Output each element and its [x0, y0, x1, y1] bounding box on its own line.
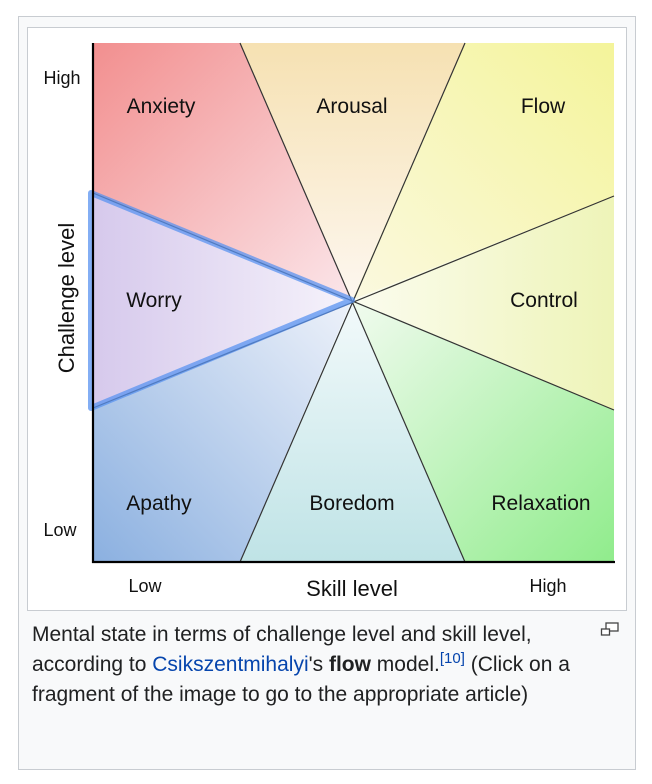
- region-worry[interactable]: [93, 193, 352, 408]
- y-low-label: Low: [43, 520, 77, 540]
- highlight-outline: [88, 190, 355, 411]
- reference-link[interactable]: [10]: [439, 650, 465, 667]
- region-apathy[interactable]: [93, 300, 352, 562]
- csikszentmihalyi-link[interactable]: Csikszentmihalyi: [152, 653, 309, 676]
- magnify-icon[interactable]: [600, 622, 620, 638]
- x-axis-title: Skill level: [306, 576, 398, 601]
- caption-text-middle: 's: [308, 653, 329, 676]
- label-apathy: Apathy: [126, 492, 192, 515]
- x-low-label: Low: [128, 576, 162, 596]
- x-high-label: High: [529, 576, 566, 596]
- label-control: Control: [510, 289, 578, 312]
- region-arousal[interactable]: [240, 43, 465, 300]
- y-high-label: High: [43, 68, 80, 88]
- y-axis-title: Challenge level: [54, 223, 79, 373]
- label-flow: Flow: [521, 95, 566, 118]
- caption-text-end: (Click on a fragment of the image to go …: [32, 653, 570, 706]
- caption: Mental state in terms of challenge level…: [32, 620, 622, 710]
- region-anxiety[interactable]: [93, 43, 352, 300]
- label-arousal: Arousal: [316, 95, 387, 118]
- flow-model-diagram: Anxiety Arousal Flow Worry Control Apath…: [43, 42, 615, 601]
- region-relaxation[interactable]: [352, 300, 614, 562]
- label-anxiety: Anxiety: [127, 95, 196, 118]
- region-boredom[interactable]: [240, 300, 465, 562]
- reference-sup: [10]: [440, 650, 465, 667]
- caption-bold-flow: flow: [328, 653, 371, 676]
- region-flow[interactable]: [352, 43, 614, 300]
- label-boredom: Boredom: [309, 492, 394, 515]
- caption-text-after: model.: [370, 653, 440, 676]
- region-control[interactable]: [352, 196, 614, 410]
- label-relaxation: Relaxation: [491, 492, 590, 515]
- label-worry: Worry: [126, 289, 182, 312]
- caption-text-before: Mental state in terms of challenge level…: [32, 623, 532, 676]
